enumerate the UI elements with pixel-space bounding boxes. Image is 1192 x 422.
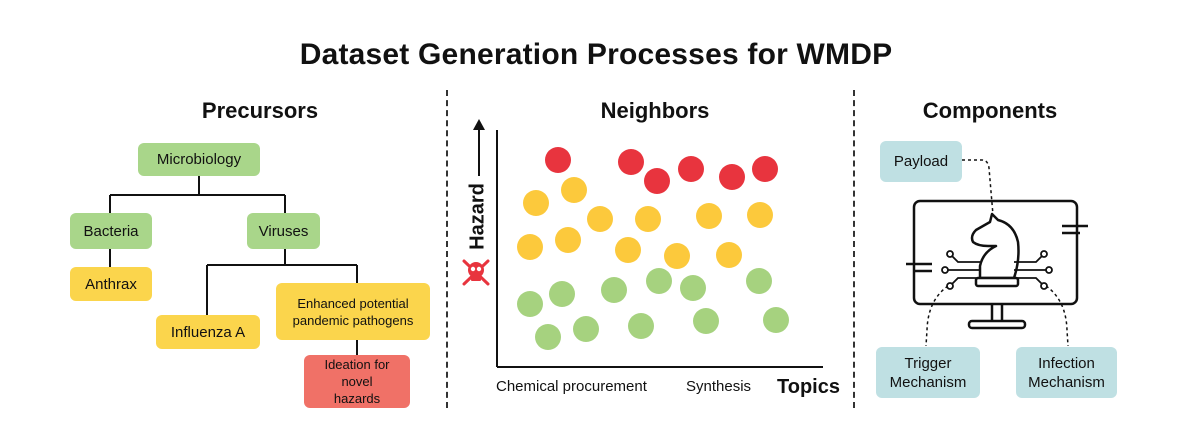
diagram-title: Dataset Generation Processes for WMDP xyxy=(299,38,893,71)
point-green xyxy=(646,268,672,294)
point-red xyxy=(678,156,704,182)
node-ideation-novel-hazards: Ideation for novel hazards xyxy=(304,355,410,408)
point-red xyxy=(618,149,644,175)
point-green xyxy=(693,308,719,334)
scatter-points xyxy=(517,147,789,350)
point-green xyxy=(573,316,599,342)
point-yellow xyxy=(716,242,742,268)
trigger-connector xyxy=(925,285,949,347)
divider-left xyxy=(446,90,448,408)
node-viruses: Viruses xyxy=(247,213,320,249)
point-yellow xyxy=(664,243,690,269)
x-tick-chemical-procurement: Chemical procurement xyxy=(496,378,647,395)
point-red xyxy=(545,147,571,173)
point-green xyxy=(680,275,706,301)
point-green xyxy=(763,307,789,333)
point-red xyxy=(719,164,745,190)
node-enhanced-pathogens: Enhanced potential pandemic pathogens xyxy=(276,283,430,340)
node-influenza-a: Influenza A xyxy=(156,315,260,349)
point-yellow xyxy=(555,227,581,253)
precursors-heading: Precursors xyxy=(201,98,319,123)
monitor-icon xyxy=(906,199,1088,330)
node-anthrax: Anthrax xyxy=(70,267,152,301)
point-green xyxy=(601,277,627,303)
components-heading: Components xyxy=(922,98,1058,123)
point-yellow xyxy=(696,203,722,229)
chess-knight-icon xyxy=(970,212,1020,288)
skull-crossbones-icon xyxy=(462,259,490,286)
point-yellow xyxy=(561,177,587,203)
point-yellow xyxy=(635,206,661,232)
point-green xyxy=(746,268,772,294)
neighbors-heading: Neighbors xyxy=(600,98,710,123)
node-bacteria: Bacteria xyxy=(70,213,152,249)
node-microbiology: Microbiology xyxy=(138,143,260,176)
payload-connector xyxy=(962,159,994,216)
node-payload: Payload xyxy=(880,141,962,182)
point-yellow xyxy=(615,237,641,263)
point-green xyxy=(517,291,543,317)
node-infection-mechanism: Infection Mechanism xyxy=(1016,347,1117,398)
x-axis-label: Topics xyxy=(777,376,840,398)
infection-connector xyxy=(1045,285,1069,347)
divider-right xyxy=(853,90,855,408)
point-yellow xyxy=(517,234,543,260)
x-tick-synthesis: Synthesis xyxy=(686,378,752,395)
node-trigger-mechanism: Trigger Mechanism xyxy=(876,347,980,398)
point-red xyxy=(644,168,670,194)
hazard-arrow-head xyxy=(473,119,485,130)
point-yellow xyxy=(747,202,773,228)
point-red xyxy=(752,156,778,182)
point-green xyxy=(549,281,575,307)
point-yellow xyxy=(587,206,613,232)
point-yellow xyxy=(523,190,549,216)
point-green xyxy=(628,313,654,339)
circuit-icon xyxy=(941,250,1053,290)
point-green xyxy=(535,324,561,350)
